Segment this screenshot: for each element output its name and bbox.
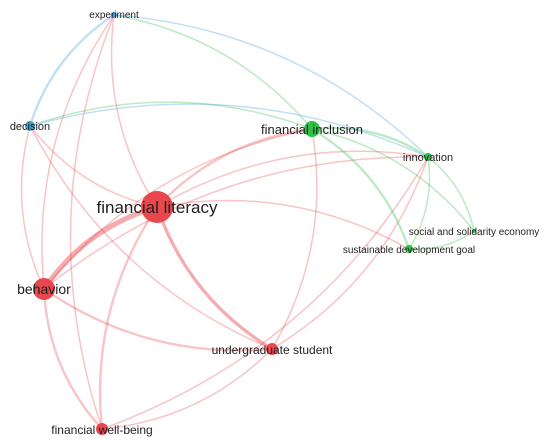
link-behavior-innovation bbox=[43, 156, 429, 290]
label-behavior: behavior bbox=[17, 281, 71, 297]
link-undergraduate-student-financial-well-being bbox=[101, 348, 273, 430]
link-innovation-sustainable-development-goal bbox=[408, 156, 431, 250]
labels-layer: financial literacy behavior undergraduate … bbox=[10, 10, 539, 437]
node-financial-literacy[interactable] bbox=[141, 191, 173, 223]
link-behavior-experiment bbox=[41, 14, 115, 290]
link-financial-literacy-sustainable-development-goal bbox=[156, 199, 410, 250]
link-financial-inclusion-sustainable-development-goal bbox=[310, 127, 411, 251]
node-undergraduate-student[interactable] bbox=[266, 343, 278, 355]
link-financial-literacy-behavior bbox=[41, 204, 160, 292]
node-social-and-solidarity-economy[interactable] bbox=[472, 229, 476, 233]
link-financial-inclusion-decision bbox=[29, 101, 313, 130]
link-financial-well-being-innovation bbox=[101, 156, 429, 430]
label-decision: decision bbox=[10, 121, 50, 133]
links-layer bbox=[20, 13, 475, 431]
link-undergraduate-student-financial-inclusion bbox=[271, 128, 318, 350]
label-financial-inclusion: financial inclusion bbox=[261, 122, 363, 137]
link-decision-innovation bbox=[29, 103, 429, 158]
label-experiment: experiment bbox=[89, 10, 139, 21]
link-financial-literacy-experiment bbox=[110, 14, 158, 208]
nodes-layer bbox=[25, 12, 476, 435]
link-financial-inclusion-experiment bbox=[113, 14, 313, 130]
link-undergraduate-student-decision bbox=[29, 125, 273, 350]
link-financial-literacy-undergraduate-student bbox=[155, 205, 274, 351]
node-innovation[interactable] bbox=[424, 153, 432, 161]
node-financial-well-being[interactable] bbox=[96, 423, 108, 435]
link-financial-inclusion-innovation bbox=[310, 126, 430, 159]
node-decision[interactable] bbox=[25, 121, 35, 131]
node-behavior[interactable] bbox=[33, 278, 55, 300]
link-innovation-social-and-solidarity-economy bbox=[427, 156, 475, 232]
link-sustainable-development-goal-social-and-solidarity-economy bbox=[408, 230, 475, 251]
label-sustainable-development-goal: sustainable development goal bbox=[343, 245, 475, 256]
link-financial-literacy-financial-inclusion bbox=[155, 127, 314, 209]
link-behavior-financial-inclusion bbox=[43, 128, 313, 290]
link-behavior-financial-well-being bbox=[42, 287, 104, 431]
node-financial-inclusion[interactable] bbox=[304, 121, 320, 137]
label-undergraduate-student: undergraduate student bbox=[212, 343, 333, 357]
label-social-and-solidarity-economy: social and solidarity economy bbox=[409, 227, 540, 238]
link-behavior-undergraduate-student bbox=[42, 287, 274, 352]
link-experiment-innovation bbox=[113, 14, 429, 158]
node-experiment[interactable] bbox=[111, 12, 117, 18]
link-financial-literacy-innovation bbox=[156, 150, 429, 208]
label-financial-literacy: financial literacy bbox=[97, 198, 218, 217]
link-undergraduate-student-innovation bbox=[271, 156, 429, 350]
link-behavior-decision bbox=[20, 125, 45, 290]
label-innovation: innovation bbox=[403, 152, 453, 164]
link-financial-literacy-decision bbox=[29, 125, 158, 208]
link-decision-experiment bbox=[28, 13, 116, 128]
link-financial-literacy-financial-well-being bbox=[98, 205, 159, 431]
node-sustainable-development-goal[interactable] bbox=[405, 245, 413, 253]
link-financial-well-being-experiment bbox=[69, 14, 115, 430]
label-financial-well-being: financial well-being bbox=[51, 423, 152, 437]
link-financial-inclusion-social-and-solidarity-economy bbox=[311, 128, 475, 232]
